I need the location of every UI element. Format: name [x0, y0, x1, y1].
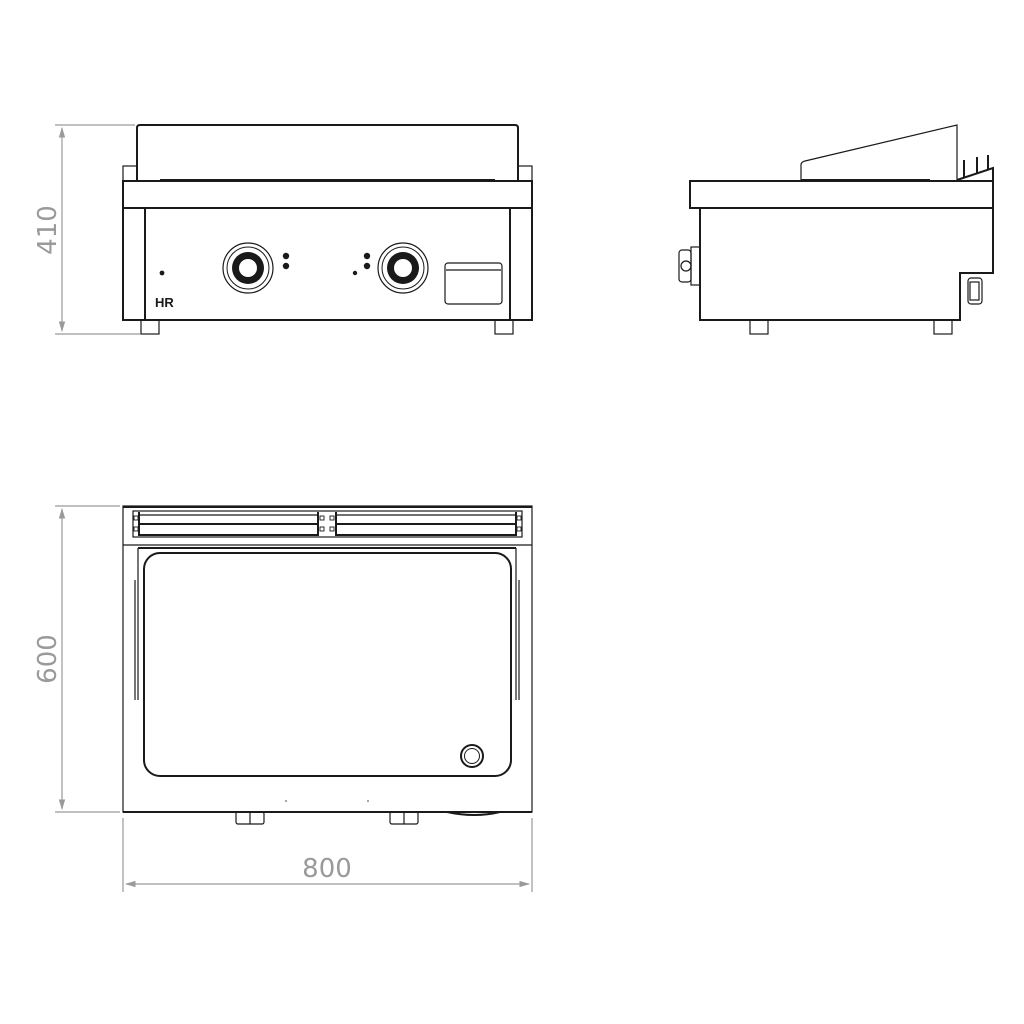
dimension-depth: 600	[33, 505, 120, 813]
dimension-width: 800	[122, 818, 533, 892]
power-led	[159, 270, 165, 276]
front-view: HR	[122, 124, 533, 335]
side-connector-rear-icon	[967, 277, 983, 305]
drain-hole-icon	[460, 744, 484, 768]
indicator-dot	[363, 252, 371, 260]
dimension-height: 410	[33, 124, 140, 335]
side-connector-front-icon	[678, 246, 701, 286]
side-foot-right	[933, 319, 953, 335]
cooking-plate	[143, 552, 512, 777]
dimension-height-label: 410	[33, 205, 63, 255]
indicator-dot	[363, 262, 371, 270]
side-view	[678, 124, 994, 335]
dimension-width-label: 800	[302, 854, 352, 884]
indicator-dot	[282, 252, 290, 260]
rear-rail	[132, 510, 523, 538]
front-foot-right	[494, 319, 514, 335]
top-view	[122, 505, 533, 825]
grease-drawer	[444, 262, 503, 305]
indicator-dot	[282, 262, 290, 270]
side-foot-left	[749, 319, 769, 335]
right-hinge	[517, 165, 533, 182]
knob-right-icon	[377, 242, 429, 294]
left-hinge	[122, 165, 138, 182]
side-top-band	[689, 180, 994, 209]
side-splash-guard	[800, 124, 958, 180]
dimension-depth-label: 600	[33, 634, 63, 684]
indicator-dot	[352, 270, 358, 276]
side-body	[699, 208, 994, 321]
front-top-plate	[136, 124, 519, 181]
knob-left-icon	[222, 242, 274, 294]
front-top-band	[122, 180, 533, 209]
front-foot-left	[140, 319, 160, 335]
brand-logo: HR	[155, 295, 174, 310]
front-body	[122, 207, 533, 321]
